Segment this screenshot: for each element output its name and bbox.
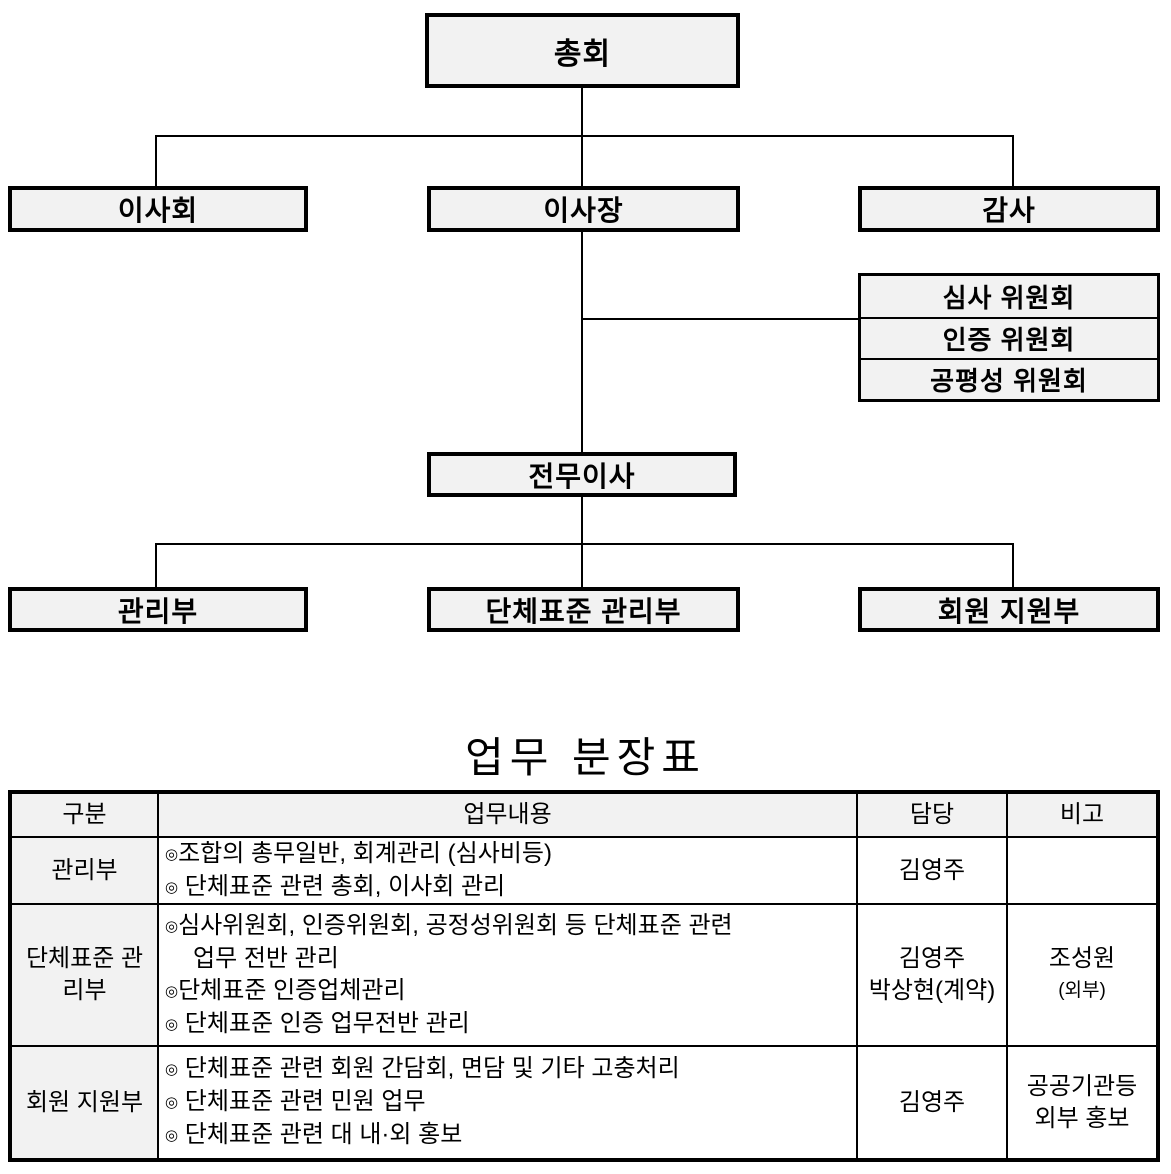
duty-line: ◎단체표준 인증업체관리 bbox=[165, 976, 406, 1004]
connector-line bbox=[155, 135, 1014, 137]
duty-line: ◎ 단체표준 인증 업무전반 관리 bbox=[165, 1009, 470, 1037]
connector-line bbox=[583, 318, 858, 320]
connector-line bbox=[155, 543, 1014, 545]
org-node-screening-committee: 심사 위원회 bbox=[861, 276, 1157, 317]
row-category: 관리부 bbox=[12, 838, 159, 905]
committee-stack: 심사 위원회 인증 위원회 공평성 위원회 bbox=[858, 273, 1160, 402]
connector-line bbox=[155, 135, 157, 186]
row-note bbox=[1008, 838, 1156, 905]
org-node-standards-management-dept: 단체표준 관리부 bbox=[427, 587, 740, 632]
row-duties: ◎ 단체표준 관련 회원 간담회, 면담 및 기타 고충처리 ◎ 단체표준 관련… bbox=[159, 1047, 858, 1158]
duty-table: 구분 업무내용 담당 비고 관리부 ◎조합의 총무일반, 회계관리 (심사비등)… bbox=[8, 790, 1160, 1162]
bullet-icon: ◎ bbox=[165, 1061, 179, 1078]
bullet-icon: ◎ bbox=[165, 878, 179, 896]
connector-line bbox=[581, 135, 583, 186]
row-note: 조성원 (외부) bbox=[1008, 905, 1156, 1047]
org-node-auditor: 감사 bbox=[858, 186, 1160, 232]
duty-table-title: 업무 분장표 bbox=[465, 734, 706, 781]
row-duties: ◎조합의 총무일반, 회계관리 (심사비등) ◎ 단체표준 관련 총회, 이사회… bbox=[159, 838, 858, 905]
bullet-icon: ◎ bbox=[165, 845, 179, 863]
bullet-icon: ◎ bbox=[165, 982, 179, 1000]
duty-line: ◎ 단체표준 관련 회원 간담회, 면담 및 기타 고충처리 bbox=[165, 1055, 680, 1082]
connector-line bbox=[581, 497, 583, 543]
row-manager: 김영주 박상현(계약) bbox=[858, 905, 1008, 1047]
duty-line: ◎ 단체표준 관련 총회, 이사회 관리 bbox=[165, 872, 506, 900]
org-node-executive-director: 전무이사 bbox=[427, 452, 737, 497]
org-node-board-of-directors: 이사회 bbox=[8, 186, 308, 232]
org-node-certification-committee: 인증 위원회 bbox=[861, 317, 1157, 358]
connector-line bbox=[581, 543, 583, 587]
connector-line bbox=[581, 232, 583, 452]
row-category: 회원 지원부 bbox=[12, 1047, 159, 1158]
row-note: 공공기관등 외부 홍보 bbox=[1026, 1072, 1138, 1132]
duty-line: ◎심사위원회, 인증위원회, 공정성위원회 등 단체표준 관련 bbox=[165, 911, 733, 939]
column-header-note: 비고 bbox=[1008, 794, 1156, 838]
row-manager: 김영주 bbox=[858, 1047, 1008, 1158]
org-node-chairman: 이사장 bbox=[427, 186, 740, 232]
column-header-category: 구분 bbox=[12, 794, 159, 838]
bullet-icon: ◎ bbox=[165, 1127, 179, 1144]
connector-line bbox=[155, 543, 157, 587]
org-node-member-support-dept: 회원 지원부 bbox=[858, 587, 1160, 632]
column-header-duties: 업무내용 bbox=[159, 794, 858, 838]
bullet-icon: ◎ bbox=[165, 917, 179, 935]
duty-line: ◎ 단체표준 관련 민원 업무 bbox=[165, 1088, 426, 1115]
row-category: 단체표준 관리부 bbox=[12, 905, 159, 1047]
bullet-icon: ◎ bbox=[165, 1015, 179, 1033]
org-node-general-assembly: 총회 bbox=[425, 13, 740, 88]
bullet-icon: ◎ bbox=[165, 1094, 179, 1111]
connector-line bbox=[581, 88, 583, 135]
org-node-management-dept: 관리부 bbox=[8, 587, 308, 632]
connector-line bbox=[1012, 135, 1014, 186]
org-node-impartiality-committee: 공평성 위원회 bbox=[861, 358, 1157, 399]
duty-line: 업무 전반 관리 bbox=[193, 944, 339, 972]
row-manager: 김영주 bbox=[858, 838, 1008, 905]
connector-line bbox=[1012, 543, 1014, 587]
row-duties: ◎심사위원회, 인증위원회, 공정성위원회 등 단체표준 관련 업무 전반 관리… bbox=[159, 905, 858, 1047]
column-header-manager: 담당 bbox=[858, 794, 1008, 838]
duty-line: ◎조합의 총무일반, 회계관리 (심사비등) bbox=[165, 839, 552, 867]
duty-line: ◎ 단체표준 관련 대 내·외 홍보 bbox=[165, 1121, 463, 1148]
